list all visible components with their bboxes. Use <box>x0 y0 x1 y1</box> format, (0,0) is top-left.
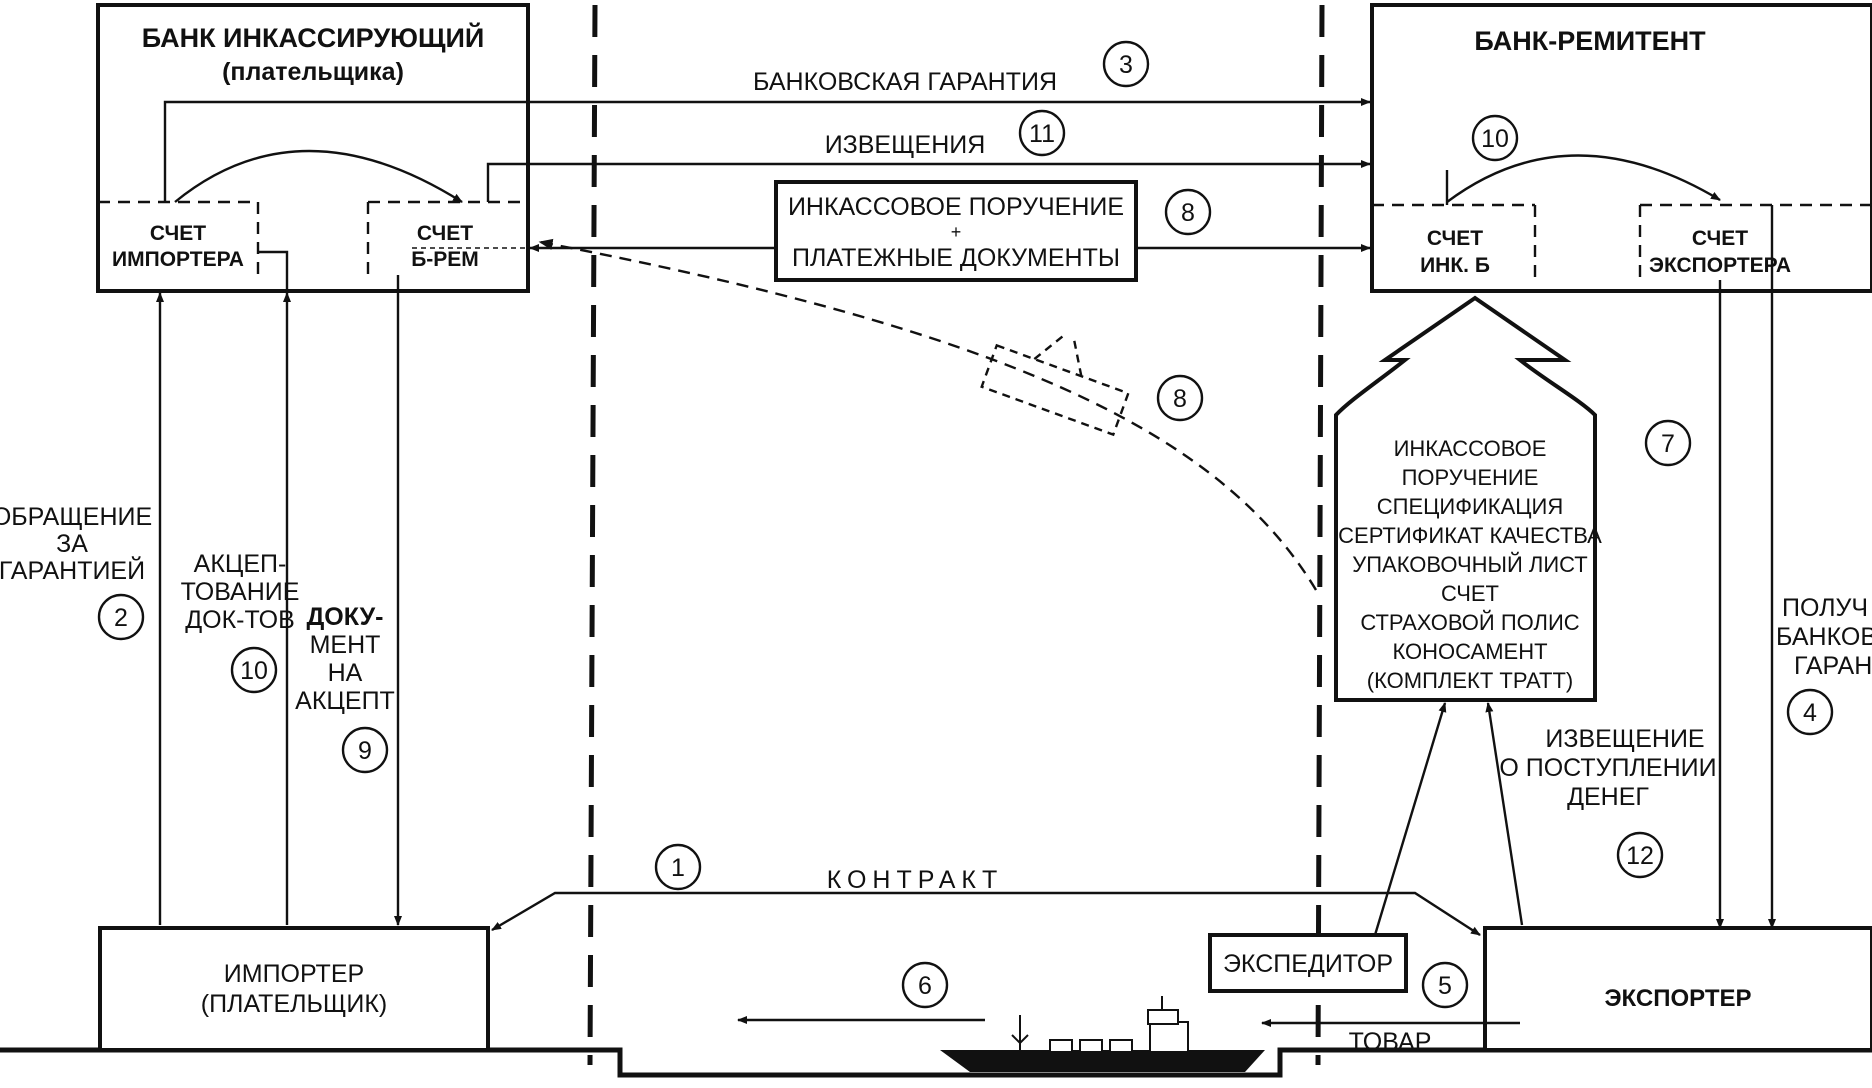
doc-item: СПЕЦИФИКАЦИЯ <box>1377 494 1563 519</box>
remitting-bank-title: БАНК-РЕМИТЕНТ <box>1474 26 1706 56</box>
step-marker-8: 8 <box>1164 188 1212 236</box>
goods-label: ТОВАР <box>1349 1028 1432 1056</box>
exporter-box <box>1483 926 1872 1052</box>
step-marker-3: 3 <box>1102 40 1150 88</box>
flow-guarantee-line <box>163 98 1371 202</box>
doc-item: (КОМПЛЕКТ ТРАТТ) <box>1367 668 1573 693</box>
flow-guarantee-label: БАНКОВСКАЯ ГАРАНТИЯ <box>753 68 1057 96</box>
exporter-label: ЭКСПОРТЕР <box>1604 985 1751 1012</box>
importer-l1: ИМПОРТЕР <box>224 960 364 988</box>
importer-box <box>98 926 490 1052</box>
guarantee-receipt-l1: ПОЛУЧ <box>1782 594 1868 622</box>
step-marker-4: 4 <box>1786 688 1834 736</box>
account-importer-l2: ИМПОРТЕРА <box>112 248 244 271</box>
guarantee-receipt-l3: ГАРАН <box>1794 652 1872 680</box>
step-number: 11 <box>1029 120 1055 148</box>
account-exporter-l2: ЭКСПОРТЕРА <box>1649 254 1791 277</box>
importer-l2: (ПЛАТЕЛЬЩИК) <box>201 990 387 1018</box>
step-marker-12: 12 <box>1616 831 1664 879</box>
airplane-icon <box>980 333 1130 437</box>
guarantee-request-l3: ГАРАНТИЕЙ <box>0 555 145 585</box>
collecting-bank-title: БАНК ИНКАССИРУЮЩИЙ <box>142 22 485 53</box>
acceptance-l2: ТОВАНИЕ <box>181 578 300 606</box>
flow-money-exporter-line <box>1485 702 1524 926</box>
step-marker-10-left: 10 <box>230 646 278 694</box>
step-marker-6: 6 <box>901 961 949 1009</box>
acceptance-l1: АКЦЕП- <box>194 550 287 578</box>
collecting-bank: БАНК ИНКАССИРУЮЩИЙ (плательщика) СЧЕТ ИМ… <box>96 3 530 293</box>
transfer-arc-remitting <box>1446 154 1721 203</box>
documents-airmail-path <box>538 238 1318 591</box>
money-notice-l2: О ПОСТУПЛЕНИИ <box>1499 754 1716 782</box>
step-number: 7 <box>1661 430 1675 458</box>
guarantee-receipt-l2: БАНКОВ <box>1776 623 1872 651</box>
doc-item: КОНОСАМЕНТ <box>1392 639 1547 664</box>
money-notice-l1: ИЗВЕЩЕНИЕ <box>1545 725 1704 753</box>
flow-forwarder-docs-line <box>1373 702 1447 936</box>
step-marker-7: 7 <box>1644 419 1692 467</box>
step-marker-11: 11 <box>1018 109 1066 157</box>
step-number: 1 <box>671 854 685 882</box>
border-line-left <box>587 4 598 1066</box>
documents-list: ИНКАССОВОЕ ПОРУЧЕНИЕ СПЕЦИФИКАЦИЯ СЕРТИФ… <box>1338 436 1602 693</box>
account-collecting-l2: ИНК. Б <box>1420 254 1490 277</box>
contract-line <box>491 891 1481 937</box>
ground-line <box>0 1047 1872 1078</box>
account-collecting-l1: СЧЕТ <box>1427 227 1483 250</box>
step-number: 12 <box>1626 842 1654 870</box>
doc-acceptance-l4: АКЦЕПТ <box>295 687 395 715</box>
collection-order-box <box>774 180 1138 282</box>
doc-item: УПАКОВОЧНЫЙ ЛИСТ <box>1352 552 1588 577</box>
doc-item: СЧЕТ <box>1441 581 1499 606</box>
step-number: 3 <box>1119 51 1133 79</box>
collecting-bank-subtitle: (плательщика) <box>222 58 404 86</box>
account-remitting-l2: Б-РЕМ <box>411 248 479 271</box>
ship-icon <box>940 996 1265 1072</box>
acceptance-l3: ДОК-ТОВ <box>185 606 295 634</box>
collection-order-l2: ПЛАТЕЖНЫЕ ДОКУМЕНТЫ <box>792 244 1120 272</box>
guarantee-request-l1: ОБРАЩЕНИЕ <box>0 503 152 531</box>
collection-order-plus: + <box>951 222 962 242</box>
step-marker-8-airmail: 8 <box>1156 374 1204 422</box>
step-number: 8 <box>1181 199 1195 227</box>
step-number: 2 <box>114 604 128 632</box>
step-number: 6 <box>918 972 932 1000</box>
step-marker-1: 1 <box>654 843 702 891</box>
doc-item: ПОРУЧЕНИЕ <box>1402 465 1539 490</box>
documents-shape <box>1334 295 1597 702</box>
step-marker-2: 2 <box>97 593 145 641</box>
transfer-arc-collecting <box>174 149 463 204</box>
account-importer-l1: СЧЕТ <box>150 222 206 245</box>
step-number: 5 <box>1438 972 1452 1000</box>
contract-label: КОНТРАКТ <box>827 866 1004 894</box>
remitting-bank: БАНК-РЕМИТЕНТ СЧЕТ ИНК. Б СЧЕТ ЭКСПОРТЕР… <box>1370 3 1872 293</box>
doc-acceptance-l1: ДОКУ- <box>306 603 383 631</box>
guarantee-request-l2: ЗА <box>56 530 88 558</box>
account-exporter-l1: СЧЕТ <box>1692 227 1748 250</box>
border-line-right <box>1315 4 1325 1066</box>
step-number: 10 <box>240 657 268 685</box>
step-marker-5: 5 <box>1421 961 1469 1009</box>
doc-item: СТРАХОВОЙ ПОЛИС <box>1360 610 1579 635</box>
step-number: 10 <box>1481 125 1509 153</box>
step-number: 9 <box>358 737 372 765</box>
step-number: 8 <box>1173 385 1187 413</box>
doc-acceptance-l2: МЕНТ <box>310 631 381 659</box>
step-marker-9: 9 <box>341 726 389 774</box>
account-remitting-l1: СЧЕТ <box>417 222 473 245</box>
doc-item: СЕРТИФИКАТ КАЧЕСТВА <box>1338 523 1602 548</box>
forwarder-box <box>1208 933 1408 993</box>
doc-acceptance-l3: НА <box>328 659 363 687</box>
flow-notices-label: ИЗВЕЩЕНИЯ <box>825 131 986 159</box>
forwarder-label: ЭКСПЕДИТОР <box>1223 950 1393 978</box>
collection-order-l1: ИНКАССОВОЕ ПОРУЧЕНИЕ <box>788 193 1124 221</box>
money-notice-l3: ДЕНЕГ <box>1567 783 1649 811</box>
step-marker-10-right: 10 <box>1471 114 1519 162</box>
doc-item: ИНКАССОВОЕ <box>1394 436 1547 461</box>
step-number: 4 <box>1803 699 1817 727</box>
flow-notices-line <box>486 160 1371 202</box>
